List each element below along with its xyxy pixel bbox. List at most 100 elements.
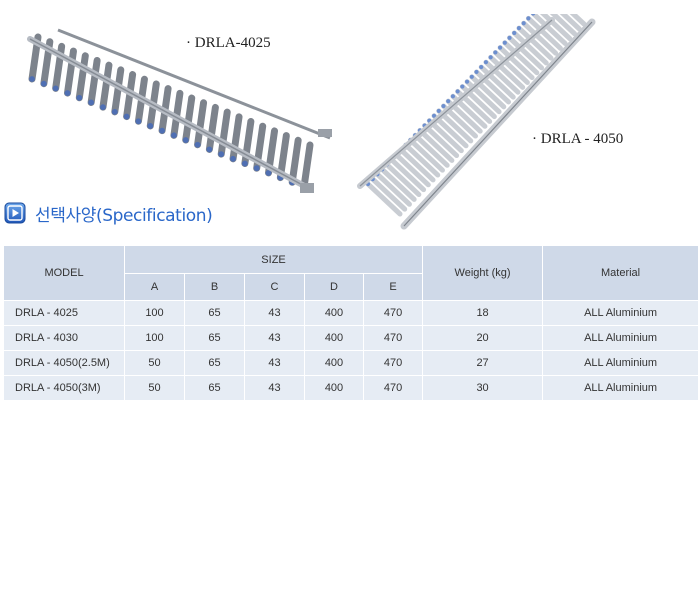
roller-end xyxy=(526,16,531,21)
roller-end xyxy=(488,55,493,60)
header-size-c: C xyxy=(244,273,305,301)
roller-end xyxy=(265,169,272,176)
cell-d: 400 xyxy=(304,300,364,326)
cell-material: ALL Aluminium xyxy=(542,350,700,376)
roller xyxy=(379,166,417,202)
specification-section-header: 선택사양(Specification) xyxy=(4,199,213,227)
roller xyxy=(99,61,113,111)
drla-4025-conveyor-image xyxy=(27,28,332,193)
roller-end xyxy=(464,79,470,84)
roller xyxy=(63,47,77,97)
cell-c: 43 xyxy=(244,350,305,376)
roller-end xyxy=(516,26,522,31)
table-row: DRLA - 4030 100 65 43 400 470 20 ALL Alu… xyxy=(3,325,700,351)
cell-material: ALL Aluminium xyxy=(542,375,700,401)
roller xyxy=(525,15,563,51)
table-row: DRLA - 4050(2.5M) 50 65 43 400 470 27 AL… xyxy=(3,350,700,376)
table-row: DRLA - 4050(3M) 50 65 43 400 470 30 ALL … xyxy=(3,375,700,401)
cell-material: ALL Aluminium xyxy=(542,325,700,351)
header-model: MODEL xyxy=(3,245,125,301)
roller-end xyxy=(507,35,512,40)
roller xyxy=(194,99,208,149)
roller xyxy=(384,162,422,198)
roller-end xyxy=(483,60,489,65)
roller xyxy=(559,14,582,32)
cell-model: DRLA - 4025 xyxy=(3,300,125,326)
cell-b: 65 xyxy=(184,375,245,401)
roller xyxy=(412,132,450,168)
roller xyxy=(530,14,568,46)
roller-end xyxy=(170,132,177,139)
roller xyxy=(87,56,101,106)
roller xyxy=(75,52,89,102)
cell-weight: 20 xyxy=(422,325,544,351)
roller-end xyxy=(123,113,130,120)
cell-a: 100 xyxy=(124,325,185,351)
roller-end xyxy=(135,118,142,125)
roller xyxy=(426,118,464,154)
roller xyxy=(205,103,219,153)
cell-e: 470 xyxy=(362,375,424,401)
roller xyxy=(569,14,587,27)
roller-end xyxy=(253,165,260,172)
roller xyxy=(497,45,535,81)
table-row: DRLA - 4025 100 65 43 400 470 18 ALL Alu… xyxy=(3,300,700,326)
roller-end xyxy=(455,89,460,94)
drla-4050-conveyor-image xyxy=(357,14,596,230)
product-caption-drla-4050: · DRLA - 4050 xyxy=(532,131,624,147)
cell-model: DRLA - 4030 xyxy=(3,325,125,351)
roller xyxy=(229,113,243,163)
roller-end xyxy=(40,80,47,87)
roller xyxy=(398,147,436,183)
play-arrow-icon xyxy=(4,202,26,224)
roller-end xyxy=(474,69,479,75)
roller xyxy=(539,14,573,42)
roller-end xyxy=(182,137,189,143)
roller-end xyxy=(29,76,35,82)
cell-e: 470 xyxy=(362,325,424,351)
roller xyxy=(182,94,196,144)
roller xyxy=(300,141,314,191)
roller-end xyxy=(469,74,474,79)
roller xyxy=(488,54,526,90)
roller-end xyxy=(147,123,154,129)
cell-b: 65 xyxy=(184,350,245,376)
roller-end xyxy=(230,155,236,162)
roller-end xyxy=(498,45,503,50)
roller-end xyxy=(441,103,446,109)
cell-material: ALL Aluminium xyxy=(542,300,700,326)
roller-end xyxy=(206,146,213,153)
roller xyxy=(417,127,455,163)
roller-end xyxy=(218,151,225,158)
roller-end xyxy=(194,141,201,148)
header-size-b: B xyxy=(184,273,245,301)
header-size-d: D xyxy=(304,273,364,301)
cell-b: 65 xyxy=(184,325,245,351)
roller-end xyxy=(512,30,517,36)
roller-end xyxy=(431,113,437,118)
cell-a: 50 xyxy=(124,350,185,376)
roller-end xyxy=(159,127,166,134)
roller-end xyxy=(100,104,106,111)
roller xyxy=(516,25,554,61)
roller-end xyxy=(88,99,95,106)
roller-end xyxy=(64,90,71,97)
roller-end xyxy=(460,84,465,89)
cell-d: 400 xyxy=(304,325,364,351)
cell-weight: 30 xyxy=(422,375,544,401)
roller xyxy=(403,142,441,178)
section-title: 선택사양(Specification) xyxy=(35,205,213,226)
roller xyxy=(507,35,545,71)
roller-end xyxy=(76,94,83,101)
roller-end xyxy=(493,50,498,55)
header-weight: Weight (kg) xyxy=(422,245,544,301)
roller xyxy=(521,20,559,56)
cell-model: DRLA - 4050(2.5M) xyxy=(3,350,125,376)
roller xyxy=(288,136,302,186)
cell-a: 50 xyxy=(124,375,185,401)
roller-end xyxy=(111,108,118,115)
roller xyxy=(370,176,408,212)
roller xyxy=(393,152,431,188)
roller xyxy=(422,123,460,159)
cell-e: 470 xyxy=(362,300,424,326)
